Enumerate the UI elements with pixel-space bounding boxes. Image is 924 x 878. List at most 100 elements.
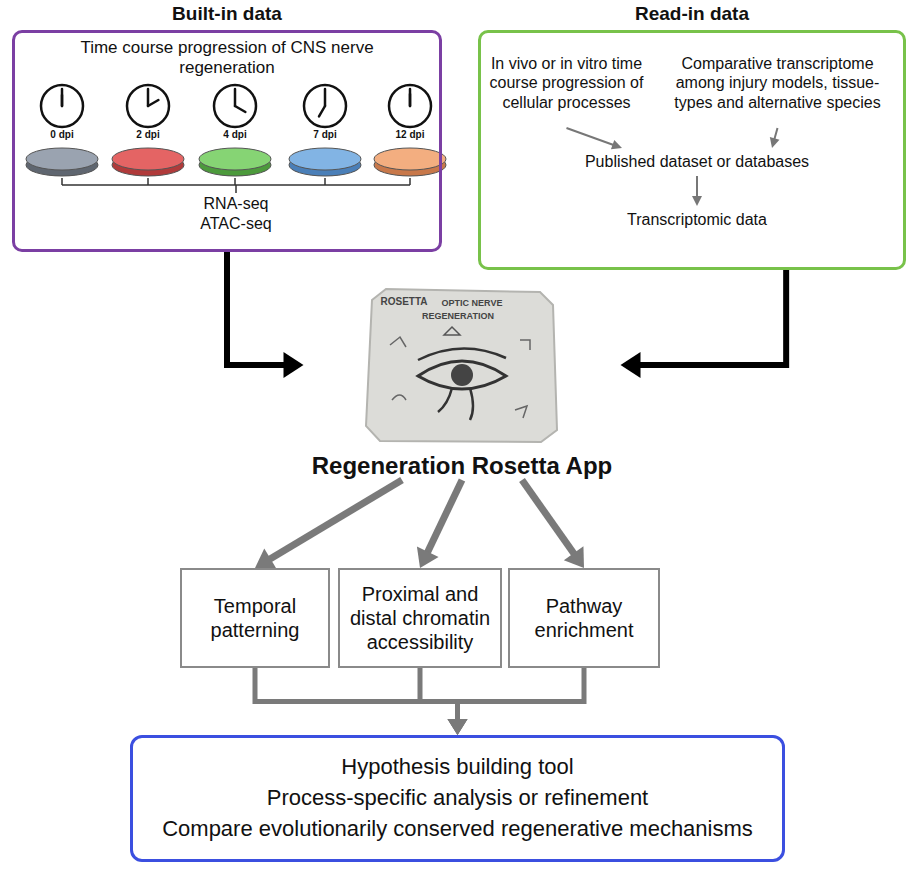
illustration-part: [147, 178, 149, 185]
connector-arrow: [692, 176, 702, 206]
connector-arrow: [417, 480, 462, 568]
connector-line: [255, 668, 458, 720]
illustration-part: [324, 89, 327, 106]
rosetta-stone: [366, 289, 557, 442]
connector-line: [522, 480, 574, 554]
node-text: Compare evolutionarily conserved regener…: [162, 814, 753, 845]
connector-arrow: [567, 128, 623, 149]
illustration-part: [374, 148, 446, 170]
illustration-part: [41, 85, 83, 127]
illustration-part: [235, 185, 237, 193]
time-label: 4 dpi: [223, 129, 246, 140]
arrowhead: [621, 352, 641, 378]
stone-inscription: ROSETTA: [380, 296, 427, 307]
connector-line: [270, 480, 402, 559]
clock-icons: [41, 85, 431, 127]
illustration-part: [289, 148, 361, 170]
arrowhead: [417, 547, 439, 568]
time-label: 2 dpi: [136, 129, 159, 140]
connector-line: [420, 668, 458, 720]
illustration-part: [444, 327, 460, 335]
panel-heading: Built-in data: [15, 3, 439, 25]
node-text: Proximal and distal chromatin accessibil…: [344, 582, 496, 654]
connector-line: [774, 128, 777, 139]
data-panel: Read-in dataIn vivo or in vitro time cou…: [478, 30, 906, 270]
time-label: 12 dpi: [396, 129, 425, 140]
connector-line: [696, 176, 698, 197]
text-node: Comparative transcriptome among injury m…: [655, 38, 900, 128]
illustration-part: [418, 361, 506, 389]
illustration-part: [304, 85, 346, 127]
illustration-part: [234, 89, 237, 106]
illustration-part: [234, 178, 236, 185]
illustration-part: [235, 106, 245, 112]
illustration-part: [214, 85, 256, 127]
illustration-part: [438, 388, 473, 420]
illustration-part: [147, 89, 150, 106]
connector-arrow: [255, 668, 468, 735]
assay-label: ATAC-seq: [200, 215, 271, 233]
illustration-part: [61, 89, 64, 106]
arrowhead: [770, 137, 780, 148]
node-text: Comparative transcriptome among injury m…: [657, 54, 898, 112]
connector-line: [227, 252, 285, 365]
connector-arrow: [255, 480, 402, 569]
illustration-part: [61, 178, 63, 185]
app-title: Regeneration Rosetta App: [312, 452, 612, 480]
illustration-part: [409, 89, 412, 106]
process-box: Proximal and distal chromatin accessibil…: [338, 568, 502, 668]
arrowhead: [611, 140, 622, 149]
connector-line: [458, 668, 585, 720]
text-node: Transcriptomic data: [607, 206, 787, 234]
illustration-part: [451, 364, 473, 386]
node-text: Hypothesis building tool: [341, 752, 573, 783]
arrowhead: [448, 719, 468, 735]
node-text: Pathway enrichment: [514, 594, 654, 642]
arrowhead: [255, 548, 277, 569]
text-node: In vivo or in vitro time course progress…: [484, 38, 649, 128]
bracket-lines: [62, 178, 410, 193]
illustration-part: [127, 85, 169, 127]
illustration-part: [409, 178, 411, 185]
illustration-part: [26, 148, 98, 170]
time-label: 7 dpi: [313, 129, 336, 140]
node-text: Process-specific analysis or refinement: [267, 783, 648, 814]
node-text: Transcriptomic data: [627, 210, 767, 229]
connector-arrow: [448, 668, 585, 735]
node-text: Temporal patterning: [186, 594, 324, 642]
connector-arrow: [770, 128, 780, 148]
output-box: Hypothesis building toolProcess-specific…: [130, 735, 785, 862]
text-node: Published dataset or databases: [572, 148, 822, 176]
illustration-part: [112, 148, 184, 170]
assay-label: RNA-seq: [204, 195, 269, 213]
illustration-part: [61, 95, 64, 106]
arrowhead: [448, 719, 468, 735]
arrowhead: [692, 196, 702, 206]
illustration-part: [148, 100, 158, 106]
connector-line: [567, 128, 614, 145]
illustration-part: [418, 348, 506, 360]
time-label: 0 dpi: [50, 129, 73, 140]
illustration-part: [324, 178, 326, 185]
illustration-part: [366, 289, 557, 442]
node-text: Published dataset or databases: [585, 152, 809, 171]
petri-dishes: [26, 148, 446, 176]
illustration-part: [319, 106, 325, 116]
stone-inscription: REGENERATION: [422, 311, 494, 321]
arrowhead: [564, 546, 584, 568]
connector-arrow: [227, 252, 304, 378]
process-box: Pathway enrichment: [508, 568, 660, 668]
node-text: Time course progression of CNS nerve reg…: [33, 38, 421, 79]
illustration-part: [199, 148, 271, 170]
connector-arrow: [522, 480, 584, 568]
illustration-part: [389, 85, 431, 127]
connector-line: [427, 480, 462, 553]
connector-line: [640, 270, 787, 365]
arrowhead: [284, 352, 304, 378]
connector-arrow: [621, 270, 787, 378]
illustration-part: [409, 94, 412, 106]
process-box: Temporal patterning: [180, 568, 330, 668]
arrowhead: [448, 719, 468, 735]
illustration-part: [390, 337, 530, 418]
